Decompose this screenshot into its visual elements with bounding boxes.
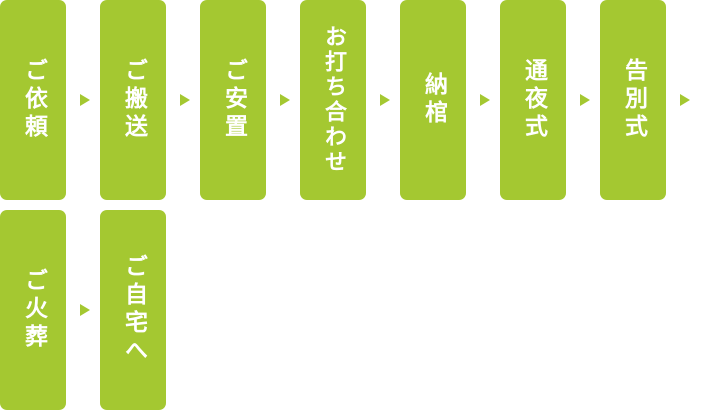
step-label: ご火葬 (20, 268, 47, 352)
step-jitakue[interactable]: ご自宅へ (100, 210, 166, 410)
arrow-right-icon (680, 94, 690, 106)
step-uchiawase[interactable]: お打ち合わせ (300, 0, 366, 200)
step-label: お打ち合わせ (321, 25, 346, 175)
step-nokan[interactable]: 納棺 (400, 0, 466, 200)
step-label: 納棺 (420, 72, 447, 128)
arrow-right-icon (580, 94, 590, 106)
step-irai[interactable]: ご依頼 (0, 0, 66, 200)
step-anchi[interactable]: ご安置 (200, 0, 266, 200)
arrow-right-icon (280, 94, 290, 106)
step-label: 通夜式 (520, 58, 547, 142)
step-label: ご自宅へ (120, 254, 147, 366)
step-label: ご依頼 (20, 58, 47, 142)
arrow-right-icon (80, 94, 90, 106)
step-kokubetsushiki[interactable]: 告別式 (600, 0, 666, 200)
step-kaso[interactable]: ご火葬 (0, 210, 66, 410)
step-label: 告別式 (620, 58, 647, 142)
arrow-right-icon (380, 94, 390, 106)
step-label: ご安置 (220, 58, 247, 142)
arrow-right-icon (480, 94, 490, 106)
step-tsuyashiki[interactable]: 通夜式 (500, 0, 566, 200)
arrow-right-icon (180, 94, 190, 106)
arrow-right-icon (80, 304, 90, 316)
step-label: ご搬送 (120, 58, 147, 142)
step-hanso[interactable]: ご搬送 (100, 0, 166, 200)
